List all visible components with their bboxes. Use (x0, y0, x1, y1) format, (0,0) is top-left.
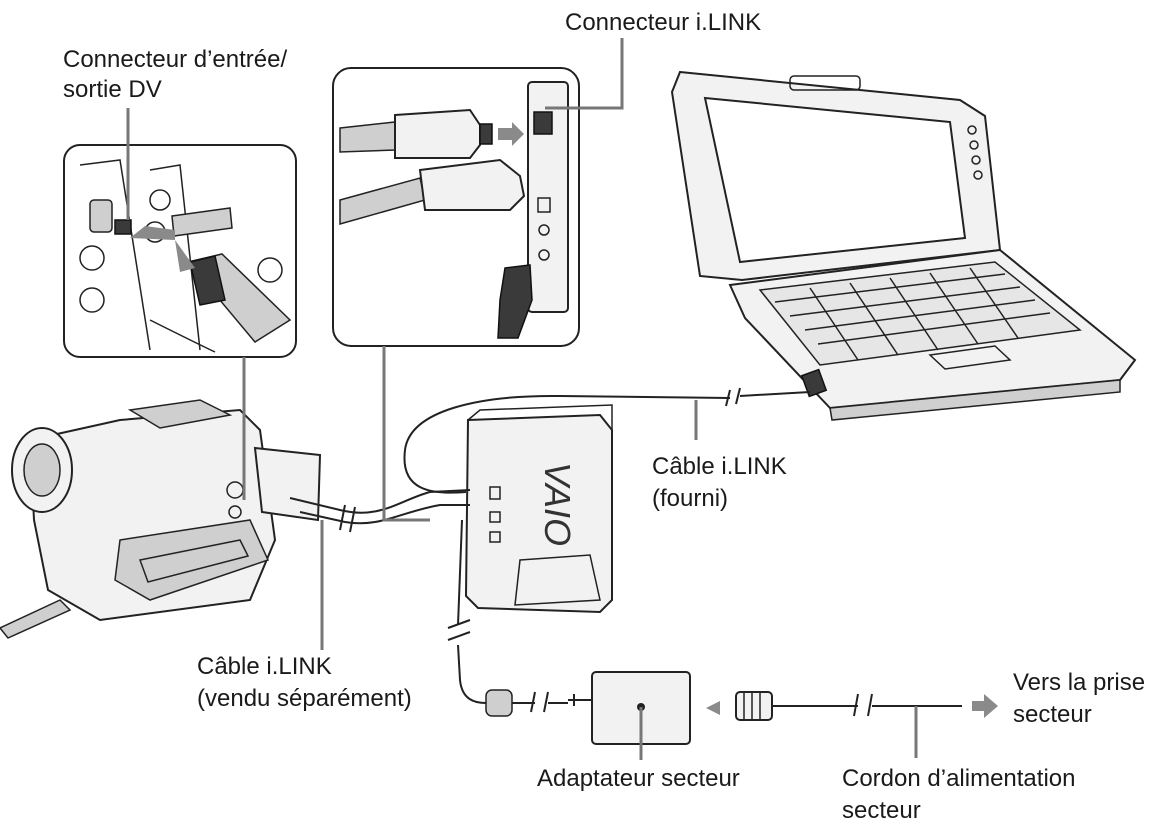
power-cord-label-line1: Cordon d’alimentation (842, 765, 1076, 792)
laptop-illustration (670, 70, 1137, 421)
cables (289, 387, 962, 717)
dv-port-icon (114, 219, 132, 235)
cable-sold-label-line2: (vendu séparément) (197, 685, 412, 712)
adapter-arrow (706, 701, 720, 715)
camcorder-illustration (0, 399, 322, 639)
power-cord-label-line2: secteur (842, 797, 921, 824)
ilink-port-icon (533, 111, 553, 135)
outlet-arrow (972, 694, 998, 718)
cable-sold-label-line1: Câble i.LINK (197, 653, 332, 680)
ac-adapter-label: Adaptateur secteur (537, 765, 740, 792)
cable-supplied-label-line1: Câble i.LINK (652, 453, 787, 480)
ac-adapter-illustration (485, 671, 998, 745)
dv-connector-inset (63, 144, 297, 358)
outlet-label-line2: secteur (1013, 701, 1092, 728)
plug-arrow (498, 122, 524, 146)
dv-connector-label-line2: sortie DV (63, 76, 162, 103)
outlet-label-line1: Vers la prise (1013, 669, 1146, 696)
insert-arrow (130, 226, 195, 272)
callout-lines (126, 38, 918, 760)
vaio-base-unit: VAIO (464, 404, 613, 614)
vaio-logo: VAIO (537, 462, 578, 546)
dv-connector-label-line1: Connecteur d’entrée/ (63, 46, 288, 73)
cable-supplied-label-line2: (fourni) (652, 485, 729, 512)
ilink-connector-label: Connecteur i.LINK (565, 9, 762, 36)
ilink-connector-inset (332, 67, 580, 347)
